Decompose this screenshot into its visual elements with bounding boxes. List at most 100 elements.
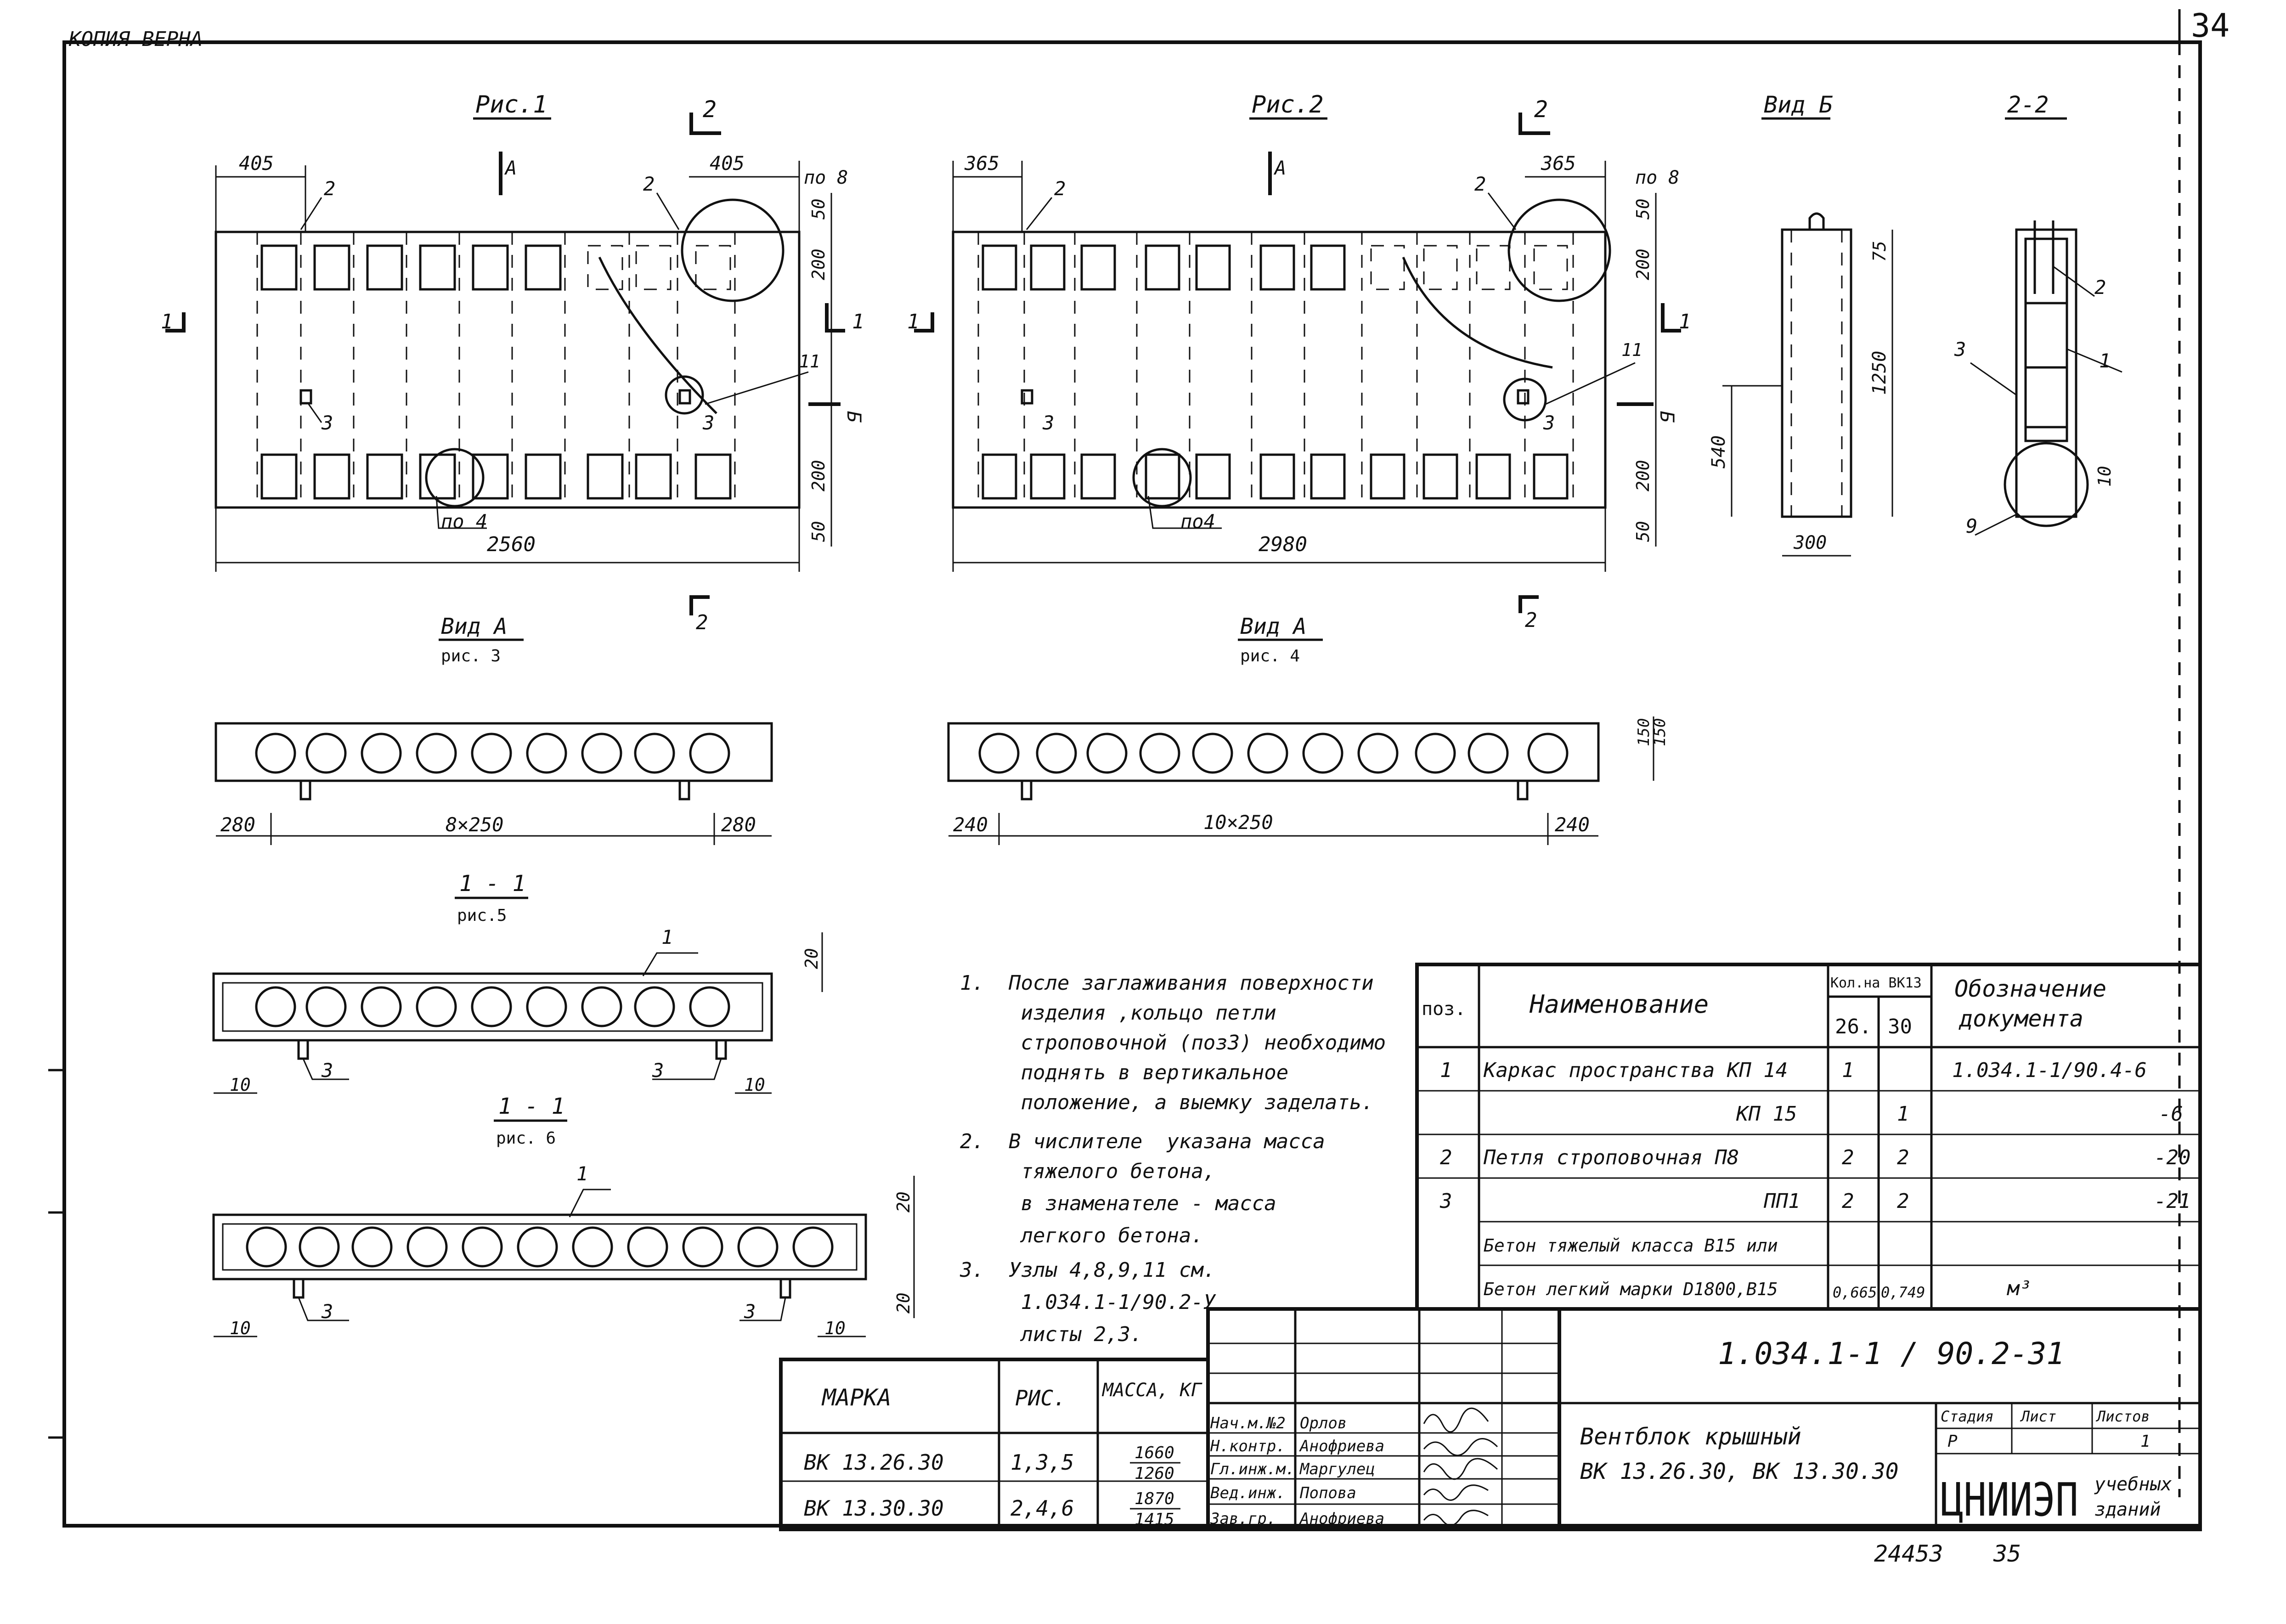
stage-value: Р — [1947, 1432, 1958, 1451]
fig6-callout-1-leader — [569, 1189, 611, 1218]
view-b-dim-540: 540 — [1708, 435, 1729, 468]
note-line: положение, а выемку заделать. — [960, 1091, 1374, 1114]
general-notes: 1. После заглаживания поверхности издели… — [960, 971, 1386, 1346]
sec22-loop — [2033, 220, 2055, 294]
fig1-callout-2b-leader — [656, 192, 680, 230]
fig2-callout-3a: 3 — [1042, 412, 1054, 434]
spec-cell: -20 — [2154, 1146, 2190, 1169]
signature-role: Н.контр. — [1210, 1437, 1286, 1455]
sheet-frame — [62, 40, 2202, 1528]
fig5-subtitle: рис.5 — [457, 906, 507, 925]
sec22-title: 2-2 — [2007, 91, 2049, 118]
fig4-dim-left: 240 — [953, 813, 988, 836]
fig6-inner — [222, 1223, 858, 1271]
spec-header-30: 30 — [1888, 1015, 1912, 1038]
fig2-dim-total: 2980 — [1259, 533, 1307, 556]
sec22-callout-9-leader — [1975, 513, 2017, 536]
sheet-header: Лист — [2020, 1408, 2056, 1425]
figure-3: Вид А рис. 3 280 8×250 280 — [214, 614, 773, 845]
product-marks: ВК 13.26.30, ВК 13.30.30 — [1580, 1459, 1899, 1484]
spec-cell: 2 — [1842, 1146, 1854, 1169]
sec22-outline — [2015, 228, 2077, 518]
mark-header-fig: РИС. — [1015, 1386, 1066, 1410]
fig1-section-2-bot — [689, 595, 710, 615]
figure-2: Рис.2 — [907, 91, 1691, 632]
fig5-openings — [255, 986, 730, 1027]
signature-name: Анофриева — [1299, 1510, 1384, 1528]
fig4-dim-right: 240 — [1555, 813, 1590, 836]
fig4-subtitle: рис. 4 — [1240, 647, 1300, 665]
sec22-callout-3-leader — [1970, 362, 2017, 396]
spec-cell: КП 15 — [1736, 1102, 1797, 1126]
mark-cell: ВК 13.30.30 — [804, 1496, 944, 1521]
spec-rows: 1 Каркас пространства КП 14 1 1.034.1-1/… — [1439, 1059, 2190, 1301]
note-line: легкого бетона. — [960, 1224, 1203, 1247]
sec22-callout-2: 2 — [2094, 276, 2106, 299]
fig1-dim-405-right: 405 — [710, 152, 745, 175]
fig5-dim-20: 20 — [802, 948, 822, 969]
spec-header-pos: поз. — [1422, 998, 1466, 1020]
figure-1: Рис.1 — [161, 91, 865, 634]
fig1-node11-circle — [665, 375, 704, 415]
fig2-vdim-200-bot: 200 — [1633, 460, 1653, 491]
spec-cell: ПП1 — [1763, 1190, 1800, 1213]
fig1-block-outline — [214, 231, 801, 509]
fig1-section-2-bot-label: 2 — [696, 611, 708, 634]
mark-cell: ВК 13.26.30 — [804, 1450, 944, 1475]
spec-cell: 2 — [1897, 1146, 1909, 1169]
fig6-dim-10b: 10 — [824, 1318, 846, 1338]
fig1-vdim-50-top: 50 — [808, 198, 829, 220]
fig2-section-1-left-label: 1 — [907, 310, 920, 333]
fig1-callout-2a-leader — [300, 197, 322, 230]
view-b-dim-300: 300 — [1793, 532, 1827, 553]
sec22-callout-9: 9 — [1966, 515, 1977, 537]
spec-cell: 2 — [1897, 1190, 1909, 1213]
fig3-dim-mid: 8×250 — [446, 813, 503, 836]
fig2-node8-circle — [1507, 198, 1611, 302]
signature-name: Орлов — [1300, 1414, 1347, 1432]
fig1-callout-11: 11 — [799, 351, 820, 372]
fig1-node4-circle — [425, 448, 485, 508]
fig2-channels — [977, 232, 1574, 508]
spec-cell: 1 — [1842, 1059, 1854, 1082]
spec-cell: 2 — [1440, 1146, 1452, 1169]
sheets-header: Листов — [2095, 1408, 2150, 1425]
fig5-title: 1 - 1 — [459, 871, 526, 897]
fig1-section-1-right — [825, 303, 845, 333]
note-line: 2. В числителе указана масса — [960, 1130, 1325, 1153]
fig1-channels — [256, 232, 736, 508]
fig1-section-1-right-label: 1 — [852, 310, 864, 333]
fig1-loop-mark — [299, 389, 312, 405]
mark-cell: 2,4,6 — [1010, 1496, 1074, 1521]
view-b-dim-75: 75 — [1869, 241, 1890, 262]
fig1-vdim-200-top: 200 — [808, 248, 829, 280]
mark-mass-den: 1260 — [1135, 1464, 1174, 1483]
fig5-callout-1: 1 — [661, 926, 673, 948]
sec22-callout-3: 3 — [1954, 338, 1966, 361]
fig3-title: Вид А — [441, 614, 508, 639]
mark-rows: ВК 13.26.30 1,3,5 1660 1260 ВК 13.30.30 … — [804, 1444, 1180, 1529]
spec-cell: -6 — [2159, 1102, 2183, 1126]
note-line: листы 2,3. — [960, 1323, 1142, 1346]
spec-header-26: 26. — [1835, 1015, 1871, 1038]
fig1-title: Рис.1 — [475, 91, 548, 118]
signature-role: Вед.инж. — [1210, 1484, 1286, 1502]
fig2-callout-2b: 2 — [1474, 173, 1486, 195]
fig2-dim-365-left: 365 — [964, 152, 999, 175]
fig4-loop-2 — [1517, 779, 1529, 801]
fig1-node8-circle — [681, 198, 785, 302]
fig1-section-2-top-label: 2 — [703, 96, 717, 123]
title-block: 1.034.1-1 / 90.2-31 Нач.м.№2 Орлов Н.кон… — [1206, 1307, 2202, 1531]
sec22-callout-2-leader — [2053, 265, 2095, 297]
signature-role: Гл.инж.м. — [1210, 1460, 1295, 1478]
fig2-view-b-label: Б — [1656, 411, 1678, 423]
mark-mass-num: 1660 — [1135, 1444, 1174, 1462]
fig3-subtitle: рис. 3 — [441, 647, 501, 665]
fig1-dim-405-left: 405 — [239, 152, 274, 175]
signature-role: Нач.м.№2 — [1210, 1414, 1286, 1432]
fig2-section-2-bot — [1518, 595, 1539, 613]
fig1-callout-node4-leader — [435, 496, 487, 529]
fig1-section-2-top — [689, 113, 721, 135]
fig5-callout-3a-leader — [302, 1058, 349, 1080]
